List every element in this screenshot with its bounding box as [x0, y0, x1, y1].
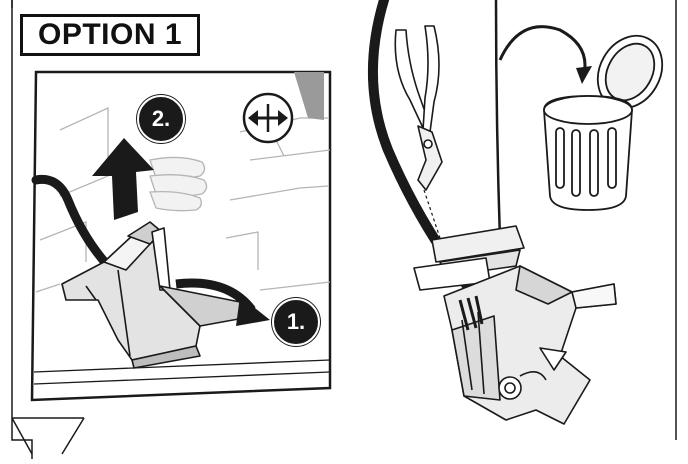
- step-2-badge: 2.: [137, 95, 185, 143]
- wire-cutter-pliers-icon: [395, 26, 442, 190]
- option-title: OPTION 1: [20, 14, 200, 56]
- cable-clip: [414, 226, 616, 424]
- step-1-badge: 1.: [272, 298, 320, 346]
- trash-bin-icon: [544, 24, 675, 210]
- double-arrow-horizontal-icon: [244, 94, 292, 142]
- curved-arrow-icon: [500, 27, 592, 84]
